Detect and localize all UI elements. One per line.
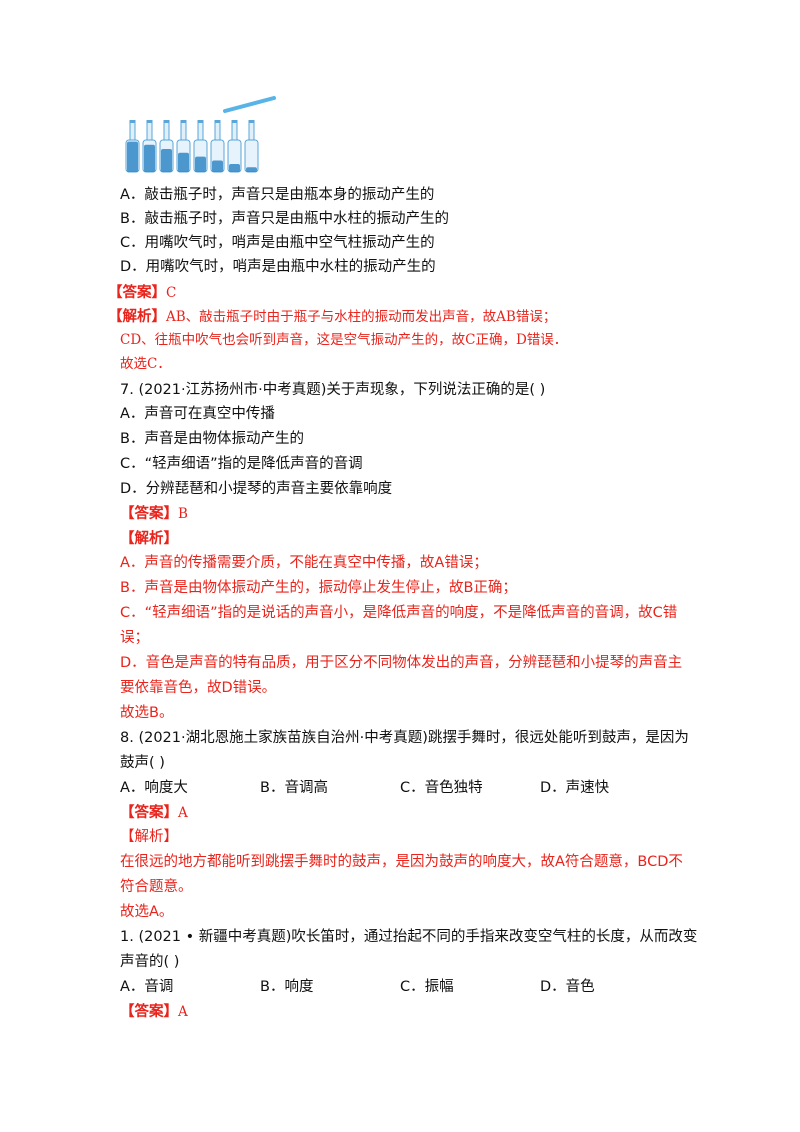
- answer-label: 【答案】: [108, 285, 166, 301]
- q6-analysis-line-2: CD、往瓶中吹气也会听到声音，这是空气振动产生的，故C正确，D错误．: [120, 332, 568, 348]
- q6-analysis-line-3: 故选C．: [120, 356, 171, 372]
- bottle: [125, 120, 140, 173]
- q8-option-a: A．响度大: [120, 780, 188, 796]
- q8-analysis-line-2: 符合题意。: [120, 879, 193, 895]
- q7-analysis-line-5: D．音色是声音的特有品质，用于区分不同物体发出的声音，分辨琵琶和小提琴的声音主: [120, 655, 683, 671]
- bottle: [227, 120, 242, 173]
- q6-option-a: A．敲击瓶子时，声音只是由瓶本身的振动产生的: [120, 187, 435, 203]
- answer-value: A: [178, 1004, 188, 1020]
- q8-option-b: B．音调高: [260, 780, 328, 796]
- water-column: [178, 152, 189, 172]
- water-column: [229, 164, 240, 172]
- q7-option-b: B．声音是由物体振动产生的: [120, 431, 304, 447]
- bottle: [244, 120, 259, 173]
- q1-stem-line-2: 声音的( ): [120, 954, 180, 970]
- q7-analysis-line-6: 要依靠音色，故D错误。: [120, 680, 277, 696]
- answer-value: B: [178, 506, 188, 522]
- q7-analysis-line-2: B．声音是由物体振动产生的，振动停止发生停止，故B正确；: [120, 580, 517, 596]
- q6-option-d: D．用嘴吹气时，哨声是由瓶中水柱的振动产生的: [120, 259, 436, 275]
- q6-analysis-line-1: 【解析】AB、敲击瓶子时由于瓶子与水柱的振动而发出声音，故AB错误；: [108, 308, 556, 326]
- bottle: [176, 120, 191, 173]
- water-column: [246, 167, 257, 172]
- water-column: [127, 141, 138, 172]
- analysis-label: 【解析】: [108, 309, 166, 325]
- analysis-text: AB、敲击瓶子时由于瓶子与水柱的振动而发出声音，故AB错误；: [166, 309, 557, 325]
- q7-option-a: A．声音可在真空中传播: [120, 406, 275, 422]
- q1-option-b: B．响度: [260, 979, 314, 995]
- answer-value: C: [166, 285, 177, 301]
- q8-options: A．响度大 B．音调高 C．音色独特 D．声速快: [120, 779, 609, 797]
- q8-stem-line-1: 8. (2021·湖北恩施土家族苗族自治州·中考真题)跳摆手舞时，很远处能听到鼓…: [120, 730, 689, 746]
- q8-answer: 【答案】A: [120, 804, 188, 822]
- q8-analysis-line-3: 故选A。: [120, 904, 174, 920]
- q7-analysis-line-3: C．“轻声细语”指的是说话的声音小，是降低声音的响度，不是降低声音的音调，故C错: [120, 605, 678, 621]
- answer-label: 【答案】: [120, 1004, 178, 1020]
- q7-analysis-line-1: A．声音的传播需要介质，不能在真空中传播，故A错误；: [120, 555, 488, 571]
- bottles-illustration: [125, 96, 276, 173]
- q1-option-a: A．音调: [120, 979, 174, 995]
- q1-options: A．音调 B．响度 C．振幅 D．音色: [120, 978, 595, 996]
- q8-analysis-line-1: 在很远的地方都能听到跳摆手舞时的鼓声，是因为鼓声的响度大，故A符合题意，BCD不: [120, 854, 683, 870]
- q7-stem: 7. (2021·江苏扬州市·中考真题)关于声现象，下列说法正确的是( ): [120, 382, 546, 398]
- answer-value: A: [178, 805, 188, 821]
- bottle: [193, 120, 208, 173]
- bottle: [159, 120, 174, 173]
- q8-option-c: C．音色独特: [400, 780, 483, 796]
- q6-option-b: B．敲击瓶子时，声音只是由瓶中水柱的振动产生的: [120, 211, 449, 227]
- q7-analysis-label: 【解析】: [120, 531, 178, 547]
- q7-option-d: D．分辨琵琶和小提琴的声音主要依靠响度: [120, 481, 393, 497]
- q8-analysis-label: 【解析】: [120, 829, 178, 845]
- q1-stem-line-1: 1. (2021 • 新疆中考真题)吹长笛时，通过抬起不同的手指来改变空气柱的长…: [120, 929, 698, 945]
- answer-label: 【答案】: [120, 805, 178, 821]
- water-column: [161, 148, 172, 172]
- water-column: [212, 160, 223, 172]
- q1-answer: 【答案】A: [120, 1003, 188, 1021]
- q6-option-c: C．用嘴吹气时，哨声是由瓶中空气柱振动产生的: [120, 235, 435, 251]
- q7-analysis-line-7: 故选B。: [120, 705, 174, 721]
- q6-answer: 【答案】C: [108, 284, 176, 302]
- q1-option-d: D．音色: [540, 979, 595, 995]
- water-column: [195, 156, 206, 172]
- bottle: [210, 120, 225, 173]
- q7-answer: 【答案】B: [120, 505, 188, 523]
- q8-option-d: D．声速快: [540, 780, 610, 796]
- striking-stick: [223, 96, 276, 113]
- q7-analysis-line-4: 误；: [120, 630, 149, 646]
- bottle: [142, 120, 157, 173]
- q1-option-c: C．振幅: [400, 979, 454, 995]
- q7-option-c: C．“轻声细语”指的是降低声音的音调: [120, 456, 363, 472]
- water-column: [144, 144, 155, 172]
- q8-stem-line-2: 鼓声( ): [120, 755, 165, 771]
- answer-label: 【答案】: [120, 506, 178, 522]
